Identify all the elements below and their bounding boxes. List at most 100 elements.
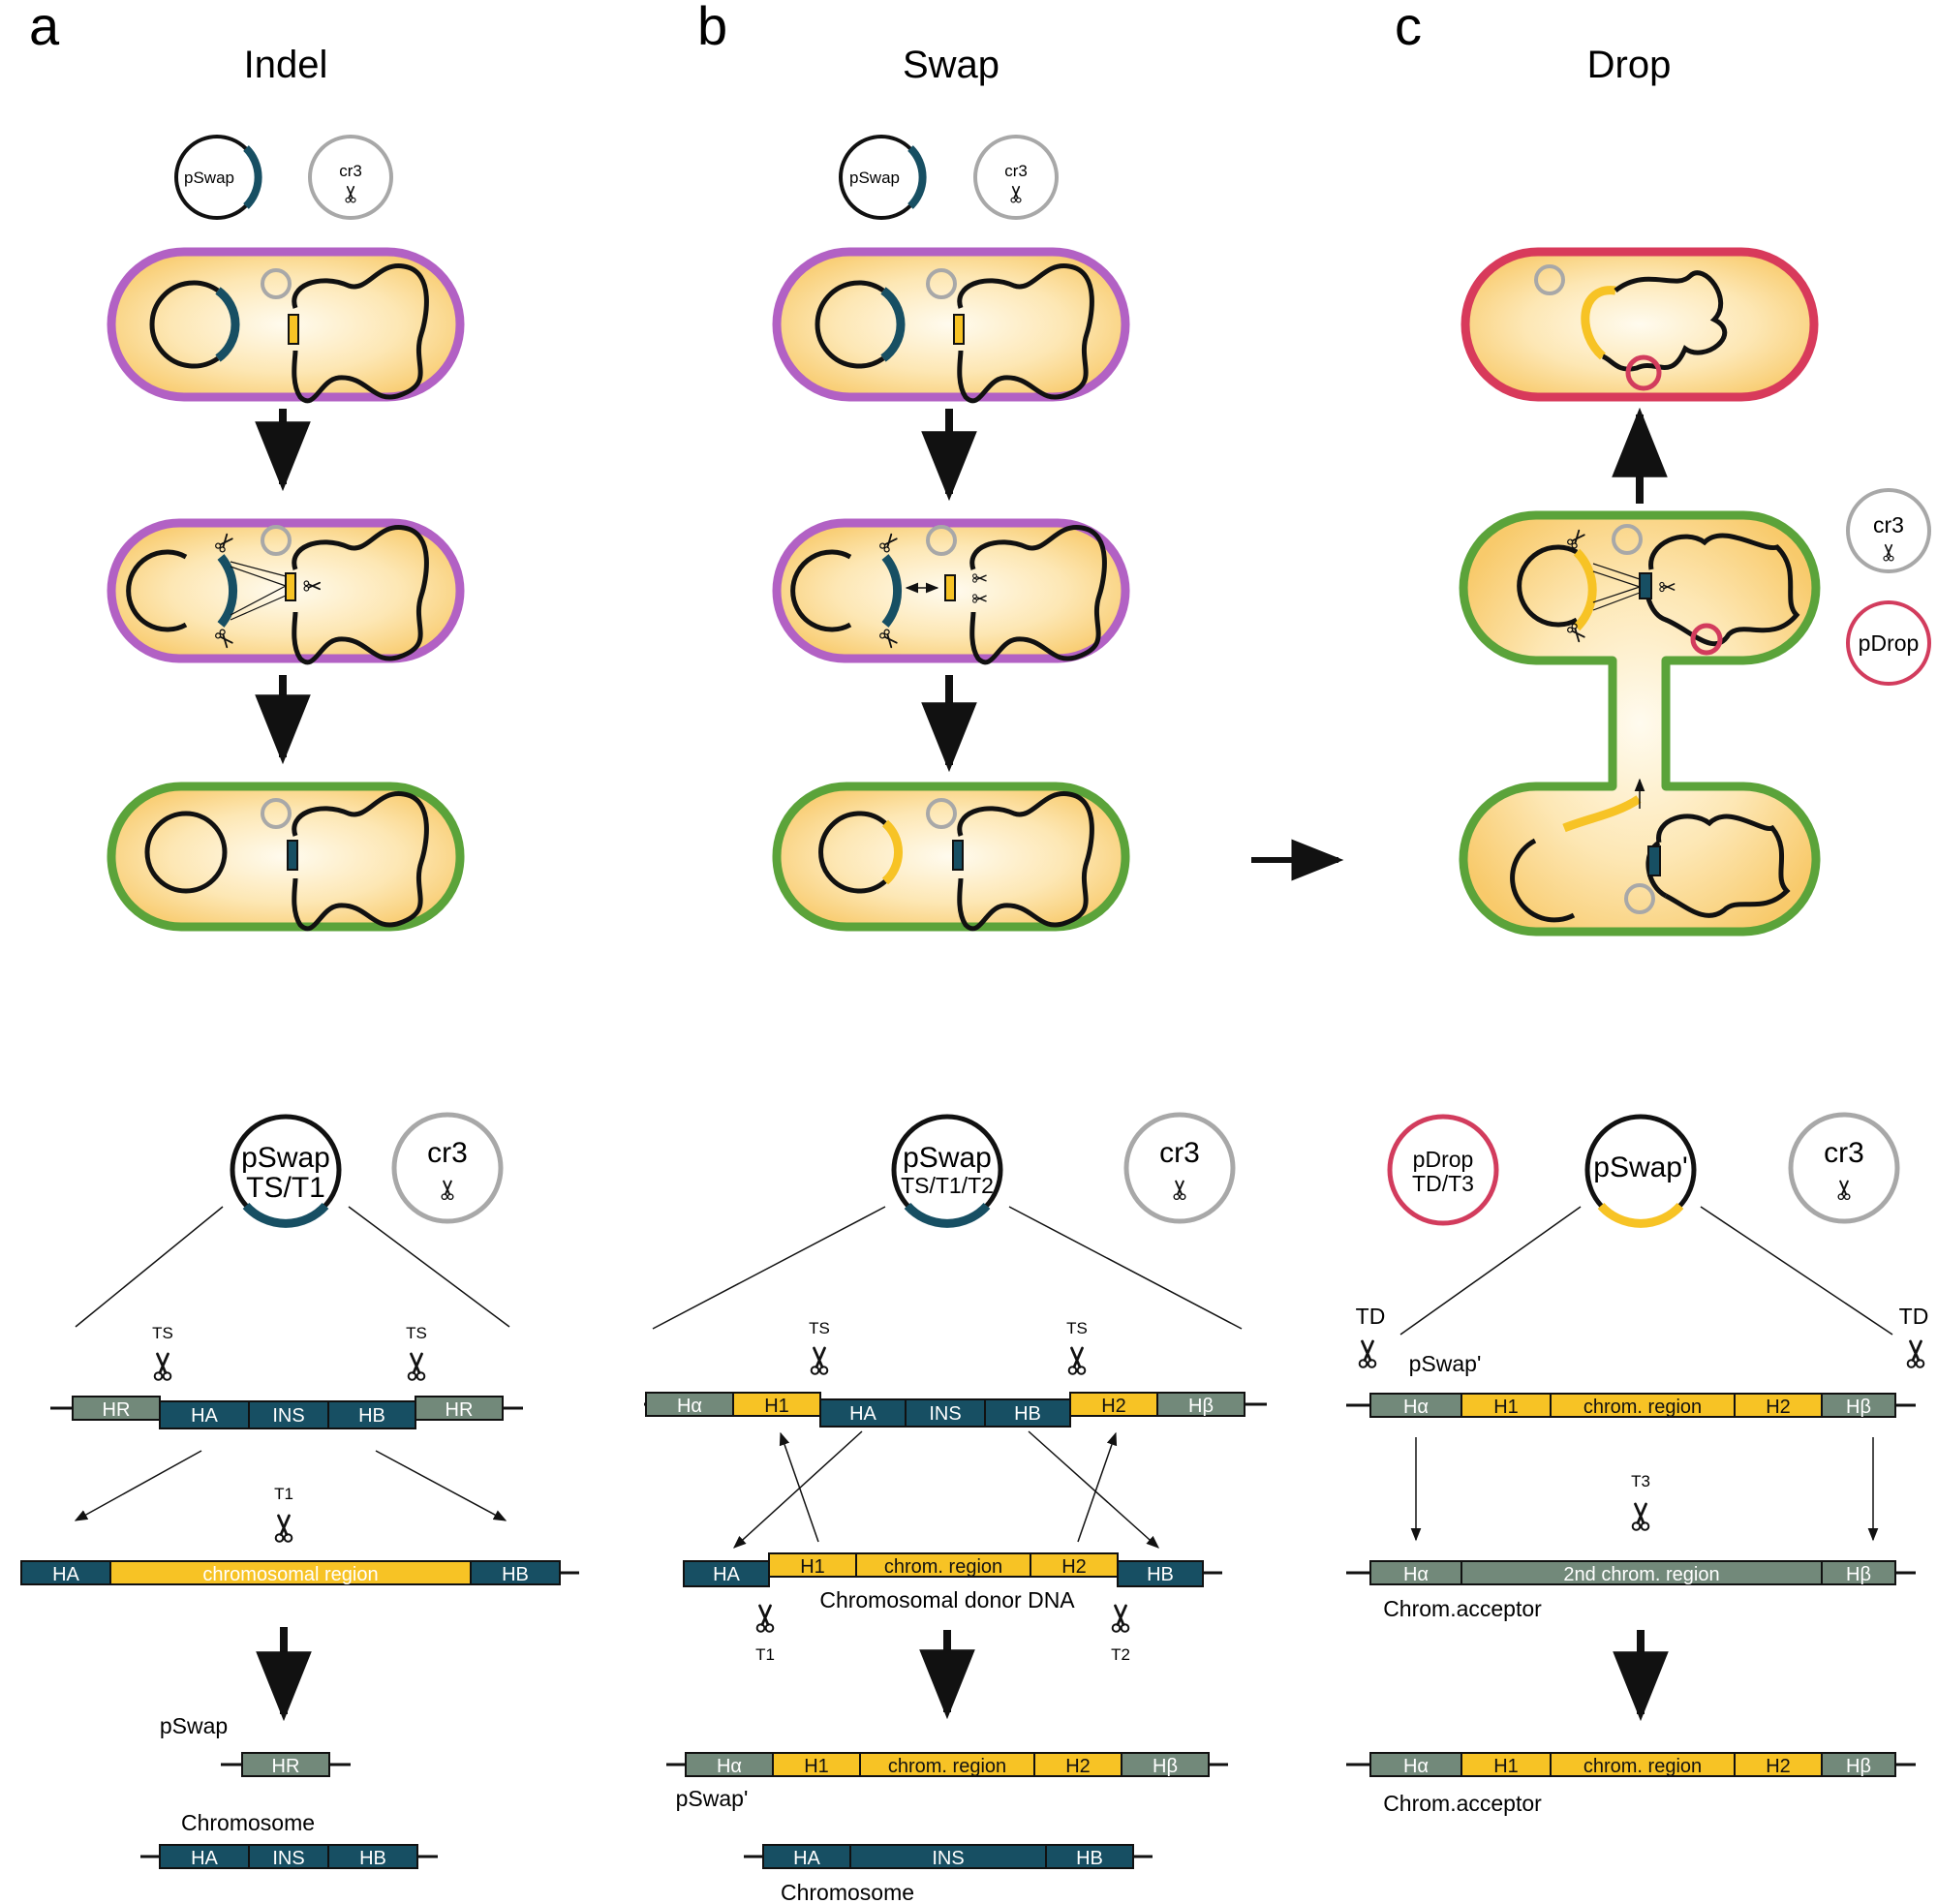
segment-ha: HA (191, 1405, 218, 1427)
segment-ins: INS (272, 1405, 304, 1427)
panel-b-cell-1 (772, 247, 1130, 401)
segment-h-beta: Hβ (1188, 1396, 1214, 1417)
segment-h-beta: Hβ (1846, 1756, 1871, 1777)
plasmid-name: pSwap' (1593, 1152, 1687, 1183)
cr3-plasmid-icon: cr3 (1123, 1112, 1236, 1224)
segment-h-alpha: Hα (717, 1756, 742, 1777)
segment-ins: INS (272, 1848, 304, 1869)
cr3-plasmid-icon: cr3 (973, 135, 1059, 220)
segment-chrom-region: chrom. region (1583, 1397, 1702, 1418)
panel-c-bottom: pDrop TD/T3 pSwap' cr3 TD pSwap' TD Hα H… (1346, 1112, 1928, 1816)
panel-b-top-plasmids: pSwap cr3 (839, 135, 1059, 220)
scissors-icon (810, 1346, 829, 1376)
donor-track: HA H1 chrom. region H2 HB (683, 1552, 1222, 1587)
scissors-icon (153, 1352, 172, 1382)
panel-letter-c: c (1395, 0, 1422, 56)
result-chromosome-track: HA INS HB (140, 1844, 438, 1869)
plasmid-name: pSwap (241, 1142, 330, 1174)
segment-ha: HA (191, 1848, 218, 1869)
segment-hb: HB (1147, 1564, 1174, 1585)
segment-hb: HB (1076, 1848, 1103, 1869)
ts-label: TS (1066, 1319, 1088, 1337)
panel-c-dividing-cell (1459, 510, 1821, 937)
segment-2nd-chrom-region: 2nd chrom. region (1563, 1564, 1719, 1585)
segment-h-beta: Hβ (1846, 1564, 1871, 1585)
cr3-plasmid-icon: cr3 (391, 1112, 504, 1224)
chromosome-track: HA chromosomal region HB (20, 1560, 579, 1585)
pswap-plasmid-icon: pSwap (839, 135, 927, 220)
plasmid-name: pDrop (1413, 1147, 1474, 1172)
panel-c-cell-top (1460, 247, 1819, 402)
result-pswap-label: pSwap' (676, 1786, 749, 1811)
scissors-icon (274, 1514, 293, 1544)
segment-chrom-region: chrom. region (884, 1556, 1002, 1578)
panel-letter-b: b (697, 0, 727, 56)
result-acceptor-label: Chrom.acceptor (1383, 1791, 1542, 1816)
cr3-label: cr3 (1873, 512, 1904, 537)
segment-h-alpha: Hα (1403, 1397, 1429, 1418)
cr3-label: cr3 (339, 162, 362, 180)
result-chromosome-label: Chromosome (181, 1810, 315, 1835)
scissors-icon (1631, 1502, 1650, 1532)
segment-hr: HR (103, 1399, 131, 1421)
plasmid-sub: TD/T3 (1412, 1171, 1474, 1196)
scissors-icon (407, 1352, 426, 1382)
segment-h-alpha: Hα (1403, 1756, 1429, 1777)
pswap-ts-t1-t2-plasmid-icon: pSwap TS/T1/T2 (891, 1114, 1003, 1228)
segment-hr: HR (272, 1756, 300, 1777)
segment-h1: H1 (764, 1396, 789, 1417)
scissors-icon (1358, 1339, 1377, 1369)
panel-b-cell-2 (772, 518, 1130, 662)
panel-title-indel: Indel (244, 44, 328, 86)
segment-ha: HA (713, 1564, 740, 1585)
cr3-plasmid-icon: cr3 (1846, 488, 1931, 573)
scissors-icon (1067, 1346, 1087, 1376)
panel-b-bottom: pSwap TS/T1/T2 cr3 TS TS Hα H1 HA INS HB (644, 1112, 1267, 1904)
cr3-plasmid-icon: cr3 (308, 135, 393, 220)
acceptor-label: Chrom.acceptor (1383, 1596, 1542, 1621)
pdrop-plasmid-icon: pDrop (1846, 600, 1931, 686)
result-pswap-track: Hα H1 chrom. region H2 Hβ (666, 1752, 1228, 1777)
scissors-icon (755, 1604, 775, 1634)
segment-h2: H2 (1766, 1397, 1791, 1418)
cr3-label: cr3 (427, 1137, 468, 1169)
segment-h2: H2 (1065, 1756, 1091, 1777)
acceptor-track: Hα 2nd chrom. region Hβ (1346, 1560, 1916, 1585)
segment-hb: HB (358, 1405, 385, 1427)
result-chromosome-label: Chromosome (781, 1880, 914, 1904)
plasmid-name: pSwap (903, 1142, 992, 1174)
t1-label: T1 (755, 1645, 775, 1664)
segment-h2: H2 (1101, 1396, 1126, 1417)
pswap-prime-plasmid-icon: pSwap' (1584, 1114, 1697, 1228)
panel-a-cell-2 (107, 518, 465, 662)
segment-h2: H2 (1766, 1756, 1791, 1777)
scissors-icon (1111, 1604, 1130, 1634)
segment-ha: HA (793, 1848, 820, 1869)
construct-track: Hα H1 HA INS HB H2 Hβ (644, 1392, 1267, 1428)
segment-ins: INS (932, 1848, 964, 1869)
cr3-label: cr3 (1824, 1137, 1864, 1169)
segment-hb: HB (502, 1564, 529, 1585)
pswap-label: pSwap (849, 169, 900, 187)
scissors-icon (1906, 1339, 1925, 1369)
t1-label: T1 (274, 1485, 293, 1503)
construct-track: Hα H1 chrom. region H2 Hβ (1346, 1393, 1916, 1418)
segment-ha: HA (52, 1564, 79, 1585)
ts-label: TS (152, 1324, 173, 1342)
cr3-plasmid-icon: cr3 (1788, 1112, 1900, 1224)
segment-ha: HA (849, 1403, 876, 1425)
plasmid-sub: TS/T1/T2 (901, 1173, 994, 1198)
result-pswap-label: pSwap (160, 1713, 228, 1738)
construct-track: HR HA INS HB HR (50, 1396, 523, 1429)
segment-h1: H1 (1493, 1756, 1519, 1777)
segment-h-beta: Hβ (1846, 1397, 1871, 1418)
panel-title-drop: Drop (1587, 44, 1672, 86)
segment-chrom-region: chrom. region (1583, 1756, 1702, 1777)
segment-hb: HB (359, 1848, 386, 1869)
segment-ins: INS (929, 1403, 961, 1425)
segment-h1: H1 (800, 1556, 825, 1578)
plasmid-sub: TS/T1 (246, 1172, 325, 1204)
segment-h1: H1 (1493, 1397, 1519, 1418)
segment-chrom-region: chrom. region (888, 1756, 1006, 1777)
